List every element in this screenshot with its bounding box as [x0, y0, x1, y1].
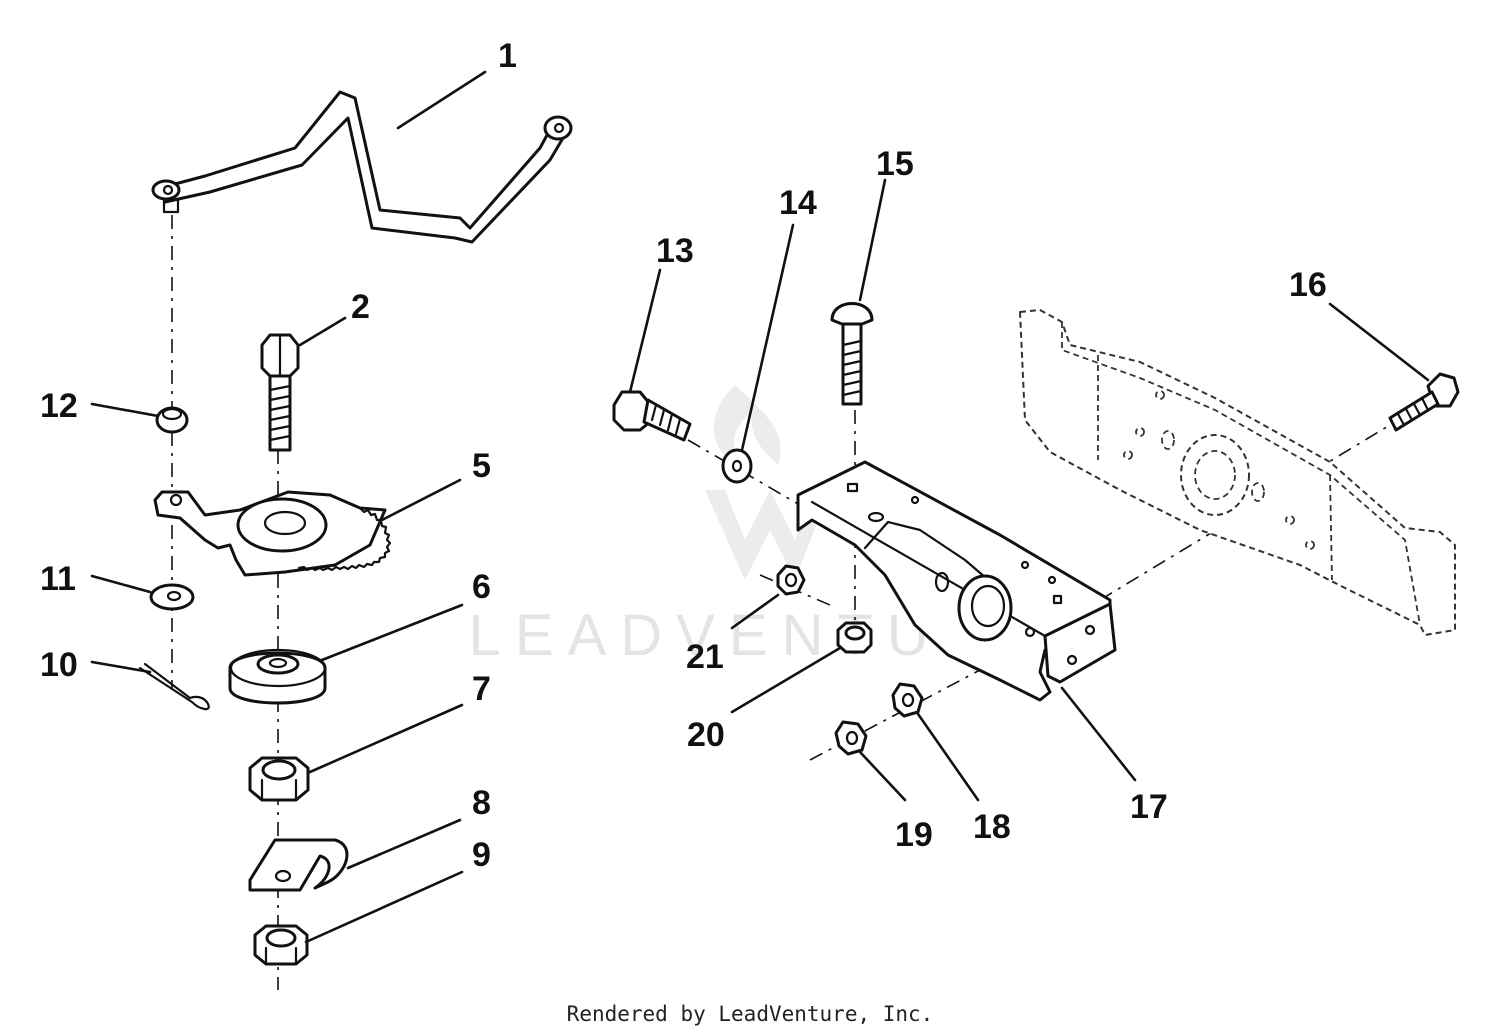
- hex-bolt-13: [612, 390, 692, 442]
- callout-7: 7: [472, 670, 491, 708]
- footer-credit: Rendered by LeadVenture, Inc.: [566, 1002, 934, 1026]
- clip: [248, 838, 349, 892]
- callout-19: 19: [895, 816, 933, 854]
- hex-nut-21: [776, 564, 806, 596]
- cotter-pin: [138, 662, 210, 711]
- hex-nut-lower: [253, 924, 309, 966]
- flat-washer: [149, 583, 195, 611]
- hex-nut-20: [836, 621, 873, 654]
- leader-lines: [90, 70, 1430, 944]
- callout-20: 20: [687, 716, 725, 754]
- deck-frame-phantom: [1019, 309, 1456, 636]
- push-nut: [155, 406, 189, 434]
- callout-17: 17: [1130, 788, 1168, 826]
- carriage-bolt: [830, 302, 874, 406]
- callout-6: 6: [472, 568, 491, 606]
- lever-rod: [151, 90, 573, 244]
- callout-21: 21: [686, 638, 724, 676]
- callout-1: 1: [498, 37, 517, 75]
- callout-8: 8: [472, 784, 491, 822]
- callout-13: 13: [656, 232, 694, 270]
- hex-nut-18: [891, 682, 924, 718]
- callout-numbers: 1 2 5 6 7 8 9 10 11 12 13 14 15 16 17 18…: [40, 37, 1327, 874]
- flat-washer-14: [721, 448, 753, 484]
- hex-nut-19: [834, 720, 868, 756]
- callout-14: 14: [779, 184, 817, 222]
- callout-12: 12: [40, 387, 78, 425]
- callout-11: 11: [40, 560, 76, 598]
- gear-sector-plate: [153, 490, 392, 577]
- hex-nut: [248, 756, 310, 802]
- callout-10: 10: [40, 646, 78, 684]
- hex-bolt: [260, 333, 300, 452]
- spring-washer: [228, 648, 327, 705]
- callout-9: 9: [472, 836, 491, 874]
- callout-2: 2: [351, 288, 370, 326]
- callout-5: 5: [472, 447, 491, 485]
- callout-18: 18: [973, 808, 1011, 846]
- mounting-bracket: [796, 460, 1117, 702]
- hex-bolt-16: [1388, 372, 1460, 432]
- callout-15: 15: [876, 145, 914, 183]
- callout-16: 16: [1289, 266, 1327, 304]
